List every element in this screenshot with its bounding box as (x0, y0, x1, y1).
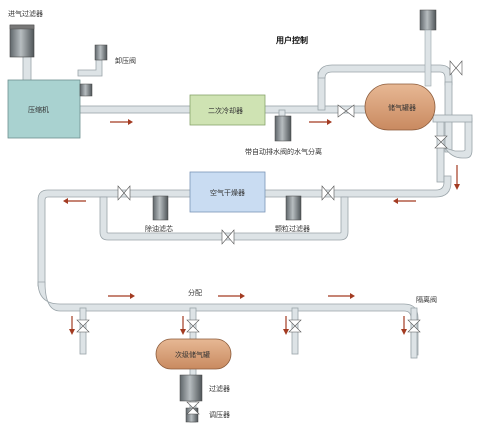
pipe-receiver-out (436, 119, 445, 183)
flow-arrows (63, 119, 460, 335)
unloader-valve-label: 卸压阀 (115, 57, 136, 65)
arrow-down-4 (283, 316, 289, 335)
pipe-dryer-bypass (99, 196, 349, 241)
compressor-label: 压缩机 (28, 105, 49, 114)
valve-dryer-right (321, 185, 335, 201)
particle-filter-label: 颗粒过滤器 (275, 225, 310, 233)
receiver-tank (364, 83, 436, 131)
valve-drop-1 (76, 319, 90, 333)
valve-dryer-bypass (221, 229, 235, 245)
pipe-drop-4 (410, 307, 418, 359)
arrow-down-2 (69, 316, 75, 335)
pipe-right-loop (444, 117, 473, 159)
arrow-right-5 (328, 293, 355, 299)
oil-filter (152, 195, 169, 221)
arrow-right-1 (110, 119, 133, 125)
valve-secondary-out (186, 401, 200, 415)
point-filter-label: 过滤器 (209, 385, 230, 393)
receiver-label: 储气罐器 (388, 103, 416, 112)
valve-receiver-inlet (337, 104, 355, 118)
valve-drop-3 (288, 319, 302, 333)
valve-drop-4 (407, 319, 421, 333)
valve-dryer-left (117, 185, 131, 201)
valve-bypass-top (449, 60, 463, 76)
diagram-title: 用户控制 (276, 36, 308, 45)
pipe-receiver-to-right (432, 114, 473, 123)
aftercooler (189, 94, 266, 126)
intake-filter (9, 24, 35, 58)
unloader-valve (94, 44, 108, 61)
arrow-right-2 (309, 119, 332, 125)
aftercooler-label: 二次冷却器 (208, 106, 243, 115)
distribution-label: 分配 (188, 289, 202, 297)
arrow-down-1 (454, 165, 460, 190)
pipe-intake (22, 54, 32, 84)
arrow-down-3 (180, 316, 186, 335)
arrow-left-2 (63, 198, 86, 204)
pipe-unloader (77, 59, 103, 77)
regulator-label: 调压器 (209, 411, 230, 419)
particle-filter (285, 195, 302, 221)
point-filter (179, 374, 203, 402)
valves (76, 60, 463, 415)
separator-label: 带自动排水阀的水气分离 (245, 148, 322, 156)
compressor (7, 79, 93, 139)
dryer-label: 空气干燥器 (210, 188, 245, 197)
arrow-left-1 (393, 198, 416, 204)
secondary-receiver (155, 338, 232, 370)
valve-receiver-bottom (434, 135, 448, 149)
pipe-bypass-top (317, 64, 453, 86)
valve-drop-2 (186, 319, 200, 333)
isolation-valve-label: 隔离阀 (416, 296, 437, 304)
pipe-distribution (37, 281, 419, 356)
intake-filter-label: 进气过滤器 (8, 10, 43, 18)
arrow-down-5 (401, 316, 407, 335)
arrow-right-3 (108, 293, 135, 299)
receiver-top-fitting (419, 9, 437, 87)
secondary-receiver-label: 次级储气罐 (175, 350, 210, 359)
separator (274, 115, 292, 142)
air-dryer (189, 171, 266, 213)
oil-filter-label: 除油滤芯 (145, 225, 173, 233)
arrow-right-4 (218, 293, 245, 299)
